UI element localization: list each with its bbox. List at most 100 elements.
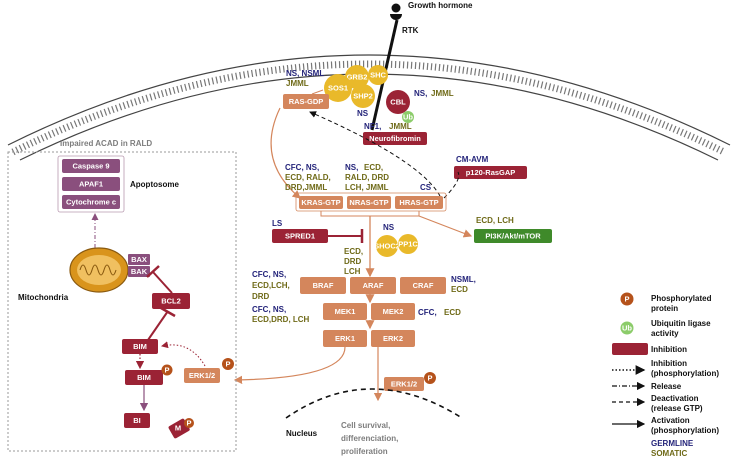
legend-somatic: SOMATIC: [651, 449, 688, 458]
nucleus-label: Nucleus: [286, 429, 318, 438]
ras-gtp-group: [295, 192, 447, 212]
adaptor-complex: GRB2 SHC SOS1 SHP2 CBL Ub: [324, 65, 414, 123]
apaf1-node: [62, 177, 120, 191]
braf-label: BRAF: [313, 281, 334, 290]
nras-annotation-3: LCH, JMML: [345, 183, 389, 192]
legend-ub-2: activity: [651, 329, 679, 338]
nf1-jmml-annotation: JMML: [389, 122, 412, 131]
araf-node: [350, 277, 396, 294]
sos-annotation: NS, NSML: [286, 69, 324, 78]
mitochondria-label: Mitochondria: [18, 293, 69, 302]
ras-activation-arrow: [270, 107, 301, 199]
bi-node: [124, 413, 150, 428]
shc-label: SHC: [370, 71, 386, 80]
shoc2-node: [376, 235, 398, 257]
pp1c-label: PP1C: [398, 240, 418, 249]
legend-deactivation-2: (release GTP): [651, 404, 703, 413]
nras-annotation-2: RALD, DRD: [345, 173, 389, 182]
spred1-label: SPRED1: [285, 232, 315, 241]
erk1-node: [323, 330, 367, 347]
legend-inh-phos-2: (phosphorylation): [651, 369, 719, 378]
craf-node: [400, 277, 446, 294]
legend-phospho-1: Phosphorylated: [651, 294, 712, 303]
shc-node: [368, 65, 388, 85]
pi3k-annotation: ECD, LCH: [476, 216, 514, 225]
mek2-node: [371, 303, 415, 320]
apaf1-label: APAF1: [79, 180, 103, 189]
legend-inhibition: Inhibition: [651, 345, 687, 354]
neurofibromin-label: Neurofibromin: [369, 134, 421, 143]
braf-annotation-1: CFC, NS,: [252, 270, 286, 279]
nras-gtp-label: NRAS-GTP: [349, 198, 388, 207]
erk2-node: [371, 330, 415, 347]
nucleus-membrane: [285, 388, 463, 419]
mitochondria-icon: [69, 247, 129, 293]
cm-avm-annotation: CM-AVM: [456, 155, 489, 164]
erk12-apoptosis-badge: P: [225, 360, 230, 369]
kras-gtp-label: KRAS-GTP: [301, 198, 340, 207]
cbl-ns-annotation: NS,: [414, 89, 427, 98]
mek-annotation-2: ECD,DRD, LCH: [252, 315, 310, 324]
erk12-apoptosis-node: [184, 368, 220, 383]
sos1-label: SOS1: [328, 84, 348, 93]
hras-gtp-label: HRAS-GTP: [399, 198, 438, 207]
erk12-label: ERK1/2: [391, 380, 417, 389]
ub-badge: [402, 111, 414, 123]
apoptosis-frame: [7, 151, 237, 452]
legend-inh-phos-1: Inhibition: [651, 359, 687, 368]
erk-to-apoptosis-arrow: [233, 346, 346, 385]
pi3k-arrow: [418, 215, 473, 238]
mek2-cfc-annotation: CFC,: [418, 308, 437, 317]
cbl-node: [386, 90, 410, 114]
nras-gtp-node: [347, 196, 391, 209]
mek-annotation-1: CFC, NS,: [252, 305, 286, 314]
outcome-line-2: differenciation,: [341, 434, 398, 443]
legend-activation-1: Activation: [651, 416, 690, 425]
bak-label: BAK: [131, 267, 148, 276]
bcl2-label: BCL2: [161, 297, 181, 306]
ub-label: Ub: [403, 113, 413, 122]
grb2-label: GRB2: [347, 73, 368, 82]
erk12-apoptosis-label: ERK1/2: [189, 371, 215, 380]
legend-p-icon: P: [624, 295, 629, 304]
araf-annotation-1: ECD,: [344, 247, 363, 256]
sos1-node: [324, 74, 352, 102]
rtk-label: RTK: [402, 26, 419, 35]
apoptosome-label: Apoptosome: [130, 180, 179, 189]
nf1-annotation: NF1,: [364, 122, 381, 131]
bim-label: BIM: [133, 342, 147, 351]
p120-deactivation-arrow: [443, 171, 460, 199]
araf-label: ARAF: [363, 281, 384, 290]
p120-rasgap-label: p120-RasGAP: [466, 168, 516, 177]
bax-node: [128, 254, 150, 265]
shoc2-annotation: NS: [383, 223, 395, 232]
kras-annotation-2: ECD, RALD,: [285, 173, 331, 182]
outcome-line-3: proliferation: [341, 447, 388, 456]
kras-annotation-3: DRD,JMML: [285, 183, 327, 192]
legend-activation-2: (phosphorylation): [651, 426, 719, 435]
mek1-node: [323, 303, 367, 320]
bim-node: [122, 339, 158, 354]
erk12-phospho-badge: [424, 372, 436, 384]
erk12-node: [384, 377, 424, 391]
spred1-node: [272, 229, 328, 243]
nras-annotation-1b: ECD,: [364, 163, 383, 172]
braf-annotation-2: ECD,LCH,: [252, 281, 290, 290]
bcl2-node: [152, 293, 190, 309]
caspase9-label: Caspase 9: [72, 162, 109, 171]
hras-annotation: CS: [420, 183, 432, 192]
shp2-label: SHP2: [353, 92, 373, 101]
legend: P Phosphorylated protein Ub Ubiquitin li…: [612, 292, 719, 458]
bak-node: [128, 266, 150, 277]
erk2-label: ERK2: [383, 334, 403, 343]
bim-phospho-node: [125, 370, 163, 385]
legend-release: Release: [651, 382, 682, 391]
bim-phospho-label: BIM: [137, 373, 151, 382]
mek2-ecd-annotation: ECD: [444, 308, 461, 317]
cbl-jmml-annotation: JMML: [431, 89, 454, 98]
pp1c-node: [398, 234, 418, 254]
sos-jmml-annotation: JMML: [286, 79, 309, 88]
cytochrome-c-node: [62, 195, 120, 209]
erk1-label: ERK1: [335, 334, 355, 343]
